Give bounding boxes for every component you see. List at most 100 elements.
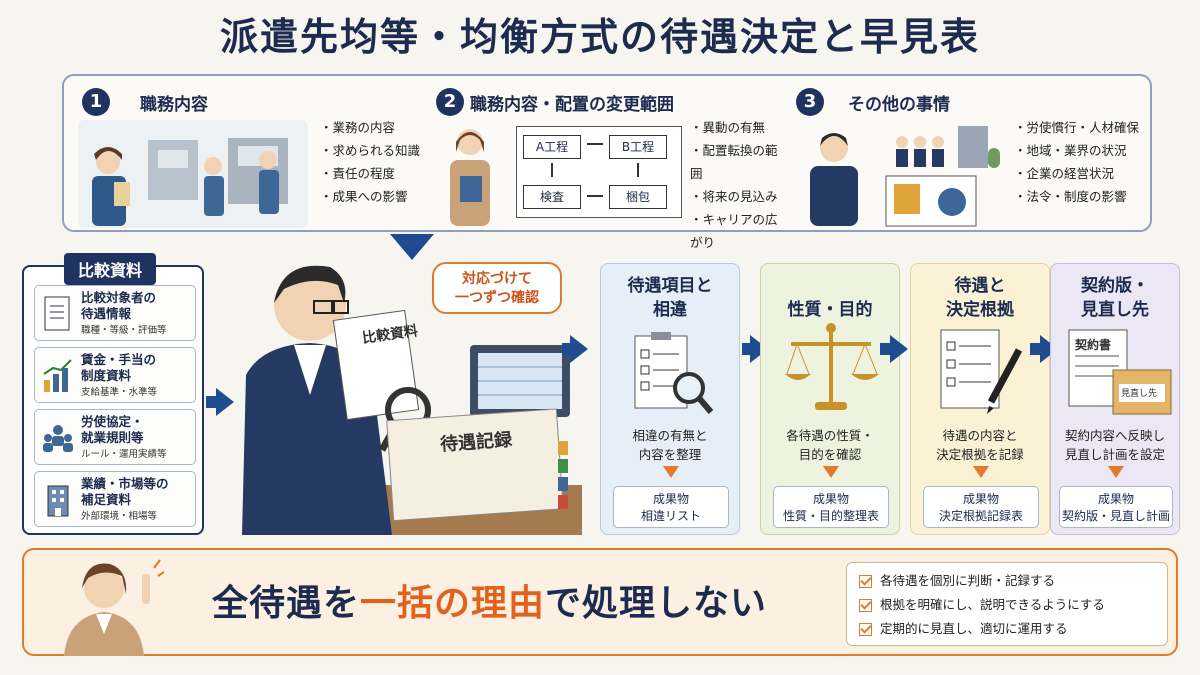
right-arrow — [216, 388, 234, 416]
binder-label: 待遇記録 — [439, 429, 513, 456]
checkbox-icon — [859, 574, 872, 588]
checklist-item: 各待遇を個別に判断・記録する — [859, 569, 1167, 593]
step-output: 成果物相違リスト — [613, 486, 729, 528]
down-arrow — [390, 234, 434, 260]
flow-arrow — [587, 143, 603, 145]
flow-box: A工程 — [523, 135, 581, 159]
step-nature-purpose: 性質・目的 各待遇の性質・目的を確認 成果物性質・目的整理表 — [760, 263, 900, 535]
factor-item: 異動の有無 — [690, 116, 786, 139]
factor-item: 労使慣行・人材確保 — [1014, 116, 1140, 139]
down-arrow-small — [663, 466, 679, 478]
step-title: 性質・目的 — [787, 300, 873, 320]
right-arrow — [570, 335, 588, 363]
compare-item: 業績・市場等の補足資料 外部環境・相場等 — [34, 471, 196, 527]
step-title: 待遇と決定根拠 — [946, 276, 1014, 320]
factor-item: 法令・制度の影響 — [1014, 185, 1139, 208]
process-flow: A工程 B工程 検査 梱包 — [516, 126, 682, 218]
compare-heading: 比較資料 — [64, 253, 157, 285]
checklist-item: 根拠を明確にし、説明できるようにする — [859, 593, 1167, 617]
factory-workers-illustration — [78, 120, 308, 228]
bar-chart-icon — [43, 359, 72, 392]
compare-item-sub: 職種・等級・評価等 — [81, 325, 167, 336]
step-contract-review: 契約版・見直し先 契約書 見直し先 契約内容へ反映し見直し計画を設定 成果物契約… — [1050, 263, 1180, 535]
compare-item: 比較対象者の待遇情報 職種・等級・評価等 — [34, 285, 196, 341]
page-title: 派遣先均等・均衡方式の待遇決定と早見表 — [219, 15, 980, 59]
woman-presenter-illustration — [450, 129, 490, 226]
step-description: 待遇の内容と決定根拠を記録 — [936, 428, 1024, 462]
factor-item: 企業の経営状況 — [1014, 162, 1139, 185]
principle-slogan: 全待遇を一括の理由で処理しない — [212, 583, 768, 624]
flow-arrow — [637, 163, 639, 177]
manager-thinking-illustration — [810, 126, 1000, 227]
document-icon — [44, 296, 70, 331]
contract-label: 契約書 — [1075, 338, 1112, 352]
compare-materials-panel: 比較資料 比較対象者の待遇情報 職種・等級・評価等 賃金・手当の制度資料 支給基… — [22, 253, 204, 535]
compare-item: 賃金・手当の制度資料 支給基準・水準等 — [34, 347, 196, 403]
speech-bubble: 対応づけて一つずつ確認 — [432, 262, 562, 314]
down-arrow-small — [823, 466, 839, 478]
flow-arrow — [587, 195, 603, 197]
step-output: 成果物性質・目的整理表 — [773, 486, 889, 528]
flow-arrow-stem — [742, 343, 752, 355]
folder-label: 見直し先 — [1121, 389, 1158, 399]
contract-folder-icon — [1068, 329, 1172, 415]
flow-arrow-stem — [1030, 343, 1042, 355]
factor-change-scope: 2 職務内容・配置の変更範囲 A工程 B工程 検査 梱包 異動の有無 配置転換の… — [426, 76, 786, 250]
factor-item: 責任の程度 — [320, 162, 420, 185]
compare-item-sub: ルール・運用実績等 — [81, 449, 167, 460]
step-description: 契約内容へ反映し見直し計画を設定 — [1064, 428, 1165, 462]
scales-icon — [785, 323, 879, 410]
factor-number: 1 — [82, 88, 110, 116]
factor-title: 職務内容・配置の変更範囲 — [470, 95, 674, 115]
factor-item: 成果への影響 — [320, 185, 420, 208]
checklist: 各待遇を個別に判断・記録する 根拠を明確にし、説明できるようにする 定期的に見直… — [846, 562, 1168, 646]
factor-item: キャリアの広がり — [690, 208, 786, 254]
compare-item-sub: 外部環境・相場等 — [81, 511, 158, 522]
factor-number: 2 — [436, 88, 464, 116]
people-group-icon — [43, 425, 73, 452]
factor-item: 業務の内容 — [320, 116, 420, 139]
step-description: 各待遇の性質・目的を確認 — [786, 428, 874, 462]
step-description: 相違の有無と内容を整理 — [632, 428, 708, 462]
factors-panel: 1 職務内容 業務の内容 求められる知識 責任の程度 成果への影響 2 職務内容… — [62, 74, 1152, 250]
step-output: 成果物契約版・見直し計画 — [1059, 486, 1173, 528]
compare-item-title: 業績・市場等の補足資料 — [81, 476, 169, 507]
compare-item-title: 賃金・手当の制度資料 — [81, 352, 157, 383]
factor-item: 将来の見込み — [690, 185, 786, 208]
compare-item: 労使協定・就業規則等 ルール・運用実績等 — [34, 409, 196, 465]
factor-job-content: 1 職務内容 業務の内容 求められる知識 責任の程度 成果への影響 — [64, 76, 424, 230]
flow-box: B工程 — [609, 135, 667, 159]
document-pen-icon — [940, 329, 1023, 414]
checkbox-icon — [859, 622, 872, 636]
building-icon — [47, 485, 69, 517]
checklist-magnifier-icon — [634, 332, 714, 414]
woman-pointing-illustration — [64, 559, 164, 656]
factor-title: その他の事情 — [848, 95, 950, 115]
step-title: 待遇項目と相違 — [627, 276, 713, 320]
flow-arrow — [551, 163, 553, 177]
checklist-item: 定期的に見直し、適切に運用する — [859, 617, 1167, 641]
factor-items: 異動の有無 配置転換の範囲 将来の見込み キャリアの広がり — [690, 116, 786, 254]
factor-number: 3 — [796, 88, 824, 116]
principle-banner: 全待遇を一括の理由で処理しない 各待遇を個別に判断・記録する 根拠を明確にし、説… — [22, 548, 1178, 656]
checkbox-icon — [859, 598, 872, 612]
flow-arrow-stem — [562, 343, 572, 355]
right-arrow — [890, 335, 908, 363]
factor-other: 3 その他の事情 労使慣行・人材確保 地域・業界の状況 企業の経営状況 法令・制… — [788, 76, 1150, 230]
compare-item-title: 労使協定・就業規則等 — [81, 414, 144, 445]
factor-item: 求められる知識 — [320, 139, 421, 162]
flow-arrow-stem — [206, 396, 218, 408]
factor-item: 配置転換の範囲 — [690, 139, 786, 185]
step-basis: 待遇と決定根拠 待遇の内容と決定根拠を記録 成果物決定根拠記録表 — [910, 263, 1050, 535]
down-arrow-small — [1108, 466, 1124, 478]
down-arrow-small — [973, 466, 989, 478]
flow-box: 梱包 — [609, 185, 667, 209]
worker-reviewing-illustration — [242, 265, 582, 535]
step-output: 成果物決定根拠記録表 — [923, 486, 1039, 528]
step-differences: 待遇項目と相違 相違の有無と内容を整理 成果物相違リスト — [600, 263, 740, 535]
factor-title: 職務内容 — [140, 95, 208, 115]
compare-item-sub: 支給基準・水準等 — [81, 387, 158, 398]
step-title: 契約版・見直し先 — [1081, 276, 1149, 320]
compare-item-title: 比較対象者の待遇情報 — [81, 290, 157, 321]
factor-item: 地域・業界の状況 — [1014, 139, 1139, 162]
